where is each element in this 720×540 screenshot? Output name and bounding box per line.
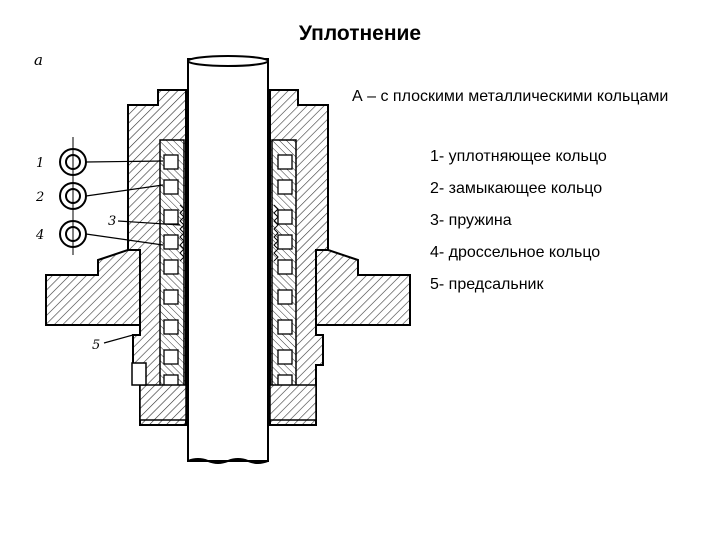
legend-item-1: 1- уплотняющее кольцо [430, 148, 607, 165]
legend-item-2: 2- замыкающее кольцо [430, 180, 603, 197]
legend-item-4: 4- дроссельное кольцо [430, 244, 601, 261]
subtitle: А – с плоскими металлическими кольцами [352, 88, 669, 105]
slide-title: Уплотнение [298, 22, 422, 45]
shaft [187, 55, 269, 464]
callout-5: 5 [92, 338, 100, 353]
callout-1: 1 [36, 156, 44, 171]
bottom-gland [139, 384, 187, 421]
seal-ring-stack-right [271, 139, 297, 401]
legend-item-3: 3- пружина [430, 212, 512, 229]
figure-letter: a [34, 51, 43, 69]
callout-3: 3 [108, 214, 116, 229]
callout-2: 2 [35, 190, 44, 205]
spring-right [273, 204, 279, 262]
seal-cross-section-drawing: a [34, 51, 411, 464]
spring-left [179, 204, 185, 262]
callout-4: 4 [35, 228, 44, 243]
gland-bolt [131, 362, 147, 386]
legend-item-5: 5- предсальник [430, 276, 544, 293]
bottom-gland-right [269, 384, 317, 421]
seal-ring-stack-left [159, 139, 185, 401]
leader-lines [85, 160, 181, 344]
